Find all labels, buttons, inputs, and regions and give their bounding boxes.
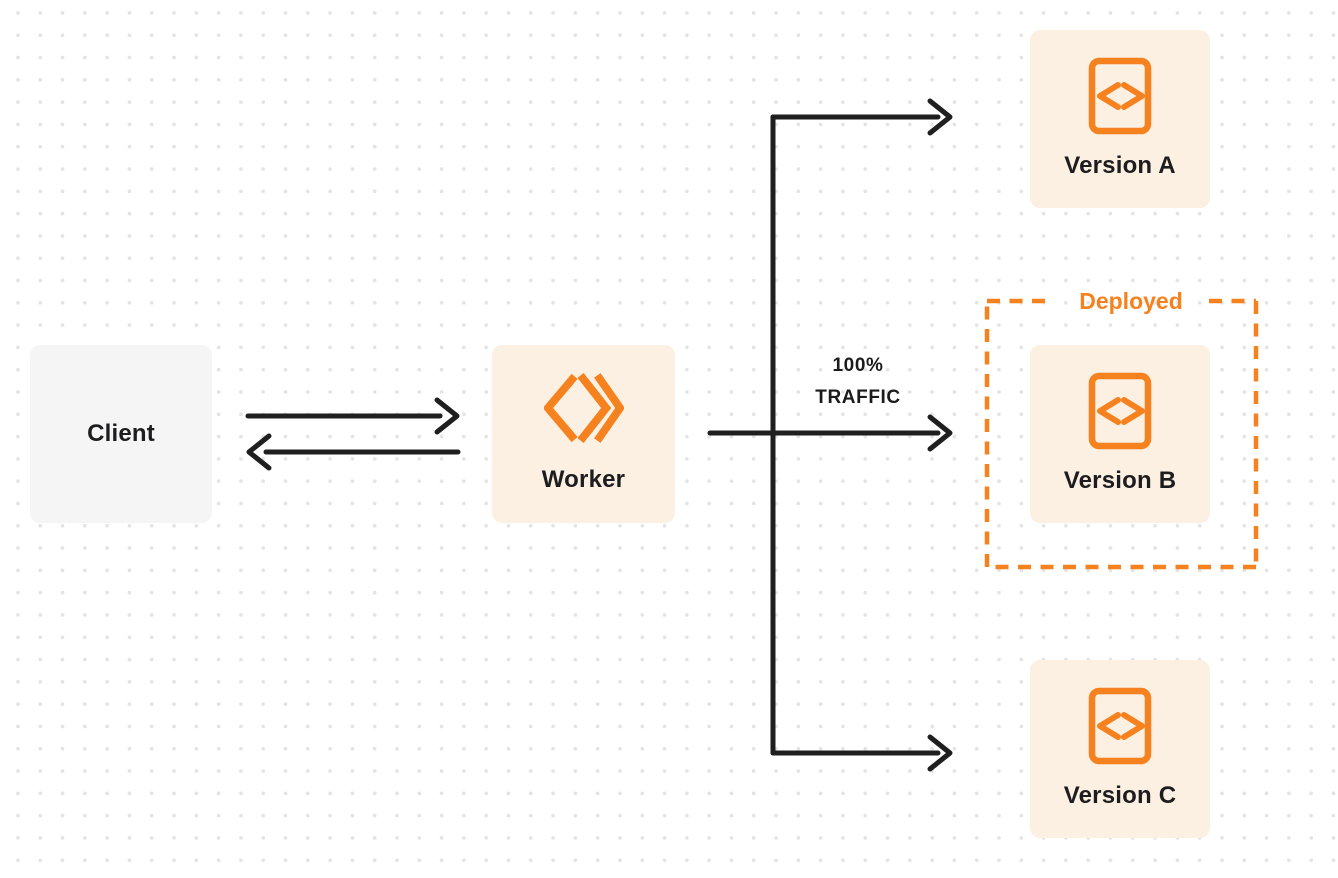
traffic-annotation: 100% TRAFFIC: [778, 350, 938, 414]
arrow-to-version-b: [927, 414, 953, 452]
arrow-worker-to-client: [246, 433, 461, 471]
code-file-icon: [1088, 57, 1152, 135]
version-b-label: Version B: [1063, 467, 1177, 494]
branch-trunk: [707, 114, 941, 756]
traffic-percent: 100%: [832, 355, 884, 376]
code-file-icon: [1088, 687, 1152, 765]
cloudflare-workers-icon: [543, 373, 624, 443]
deployed-boundary: [984, 298, 1259, 570]
arrow-to-version-c: [770, 734, 953, 772]
version-a-label: Version A: [1064, 152, 1176, 179]
traffic-word: TRAFFIC: [815, 387, 901, 408]
node-client: Client: [30, 345, 212, 523]
deployed-label: Deployed: [1079, 288, 1183, 314]
arrow-to-version-a: [770, 98, 953, 136]
worker-label: Worker: [541, 466, 626, 493]
client-label: Client: [87, 420, 155, 447]
node-version-c: Version C: [1030, 660, 1210, 838]
version-c-label: Version C: [1063, 782, 1177, 809]
node-worker: Worker: [492, 345, 675, 523]
arrow-client-to-worker: [245, 397, 460, 435]
code-file-icon: [1088, 372, 1152, 450]
node-version-a: Version A: [1030, 30, 1210, 208]
node-version-b: Version B: [1030, 345, 1210, 523]
